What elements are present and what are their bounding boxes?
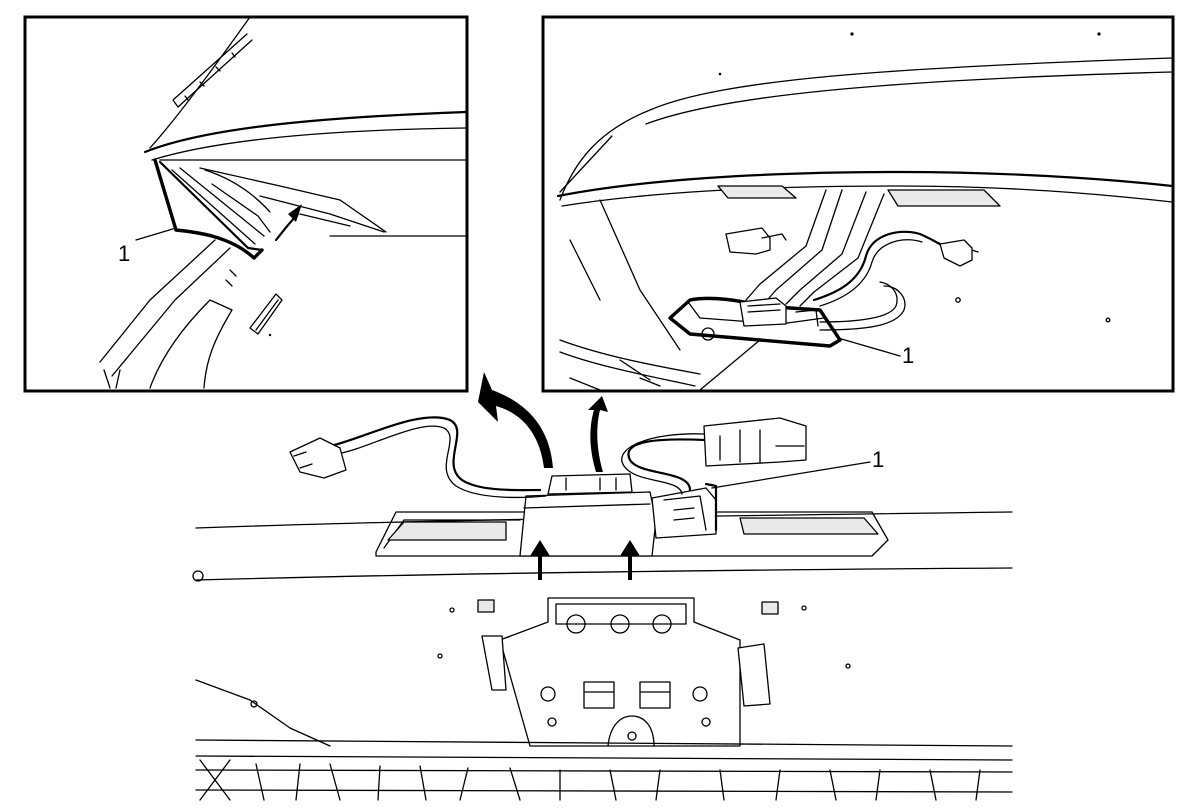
- right-inset-drawing: 1: [556, 32, 1174, 391]
- callout-1-left: 1: [118, 241, 130, 266]
- curved-arrow-icon: [288, 204, 302, 222]
- straight-up-arrow-icon: [530, 540, 550, 580]
- callout-1-right: 1: [902, 343, 914, 368]
- right-inset: 1: [541, 15, 1175, 393]
- curved-arrow-icon: [588, 396, 608, 472]
- right-inset-frame: [541, 15, 1175, 393]
- curved-arrow-icon: [478, 372, 553, 468]
- left-inset: 1: [23, 15, 469, 393]
- straight-up-arrow-icon: [620, 540, 640, 580]
- transition-arrows: [478, 372, 608, 472]
- main-view: 1: [192, 416, 1013, 801]
- left-inset-frame: [23, 15, 469, 393]
- callout-1-main: 1: [872, 447, 884, 472]
- left-inset-drawing: 1: [99, 16, 468, 389]
